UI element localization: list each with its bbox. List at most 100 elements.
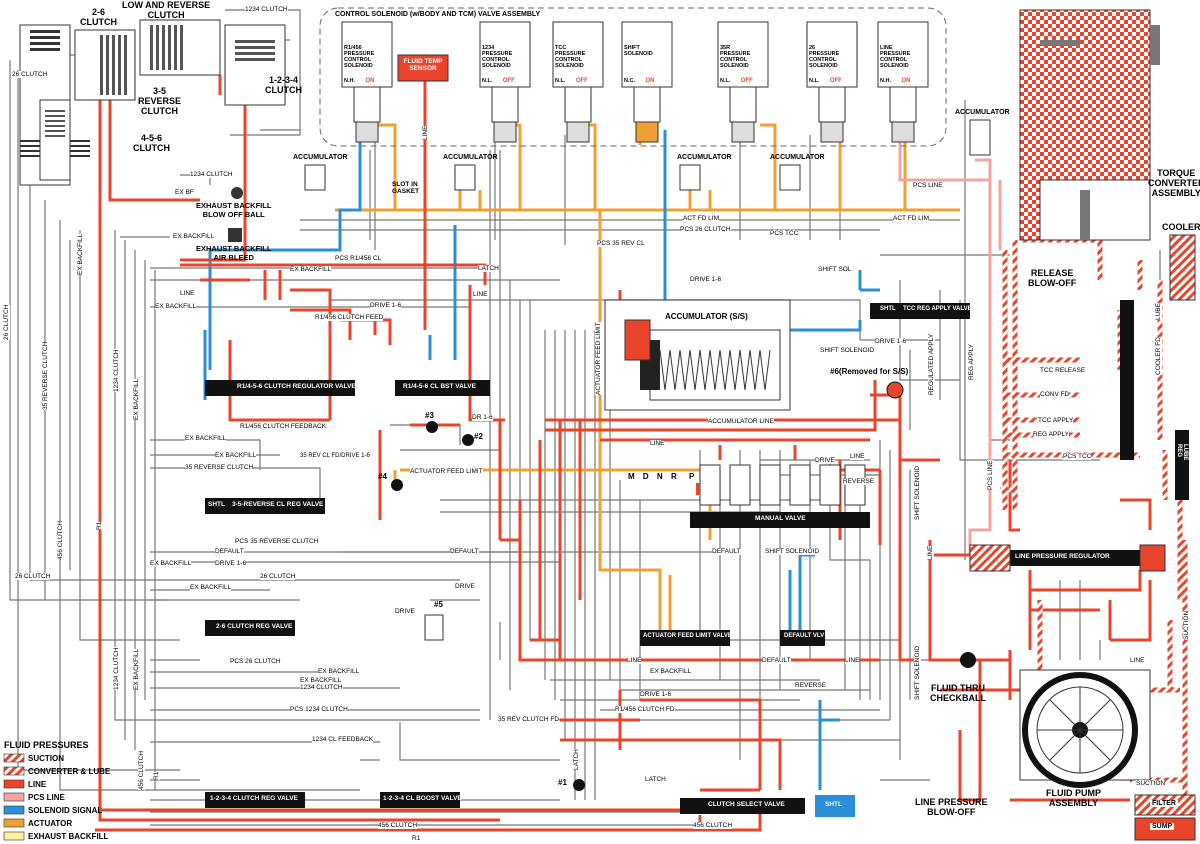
passage-label: DEFAULT <box>712 548 741 555</box>
c35-reg-valve-label: 3-5-REVERSE CL REG VALVE <box>232 501 324 508</box>
passage-label: PCS TCC <box>770 230 799 237</box>
solenoid-state: ON <box>645 78 655 84</box>
passage-label: EX BACKFILL <box>650 668 692 675</box>
accumulator-ss <box>604 299 791 411</box>
c1234-reg-valve-label: 1-2-3-4 CLUTCH REG VALVE <box>210 795 298 802</box>
passage-label: DEFAULT <box>450 548 479 555</box>
passage-label: EX BACKFILL <box>190 584 232 591</box>
fluid-temp-sensor-box <box>397 54 449 82</box>
line-reg-left <box>969 544 1011 572</box>
passage-label: DRIVE 1-6 <box>690 276 722 283</box>
shtl-label-1: SHTL <box>208 501 225 508</box>
passage-label: DRIVE 1-6 <box>215 560 247 567</box>
passage-label: LINE <box>845 657 860 664</box>
passage-label: 26 CLUTCH <box>260 573 296 580</box>
legend-item-line: LINE <box>28 780 47 789</box>
passage-label: SHIFT SOLENOID <box>820 347 875 354</box>
passage-label: PCS 35 REVERSE CLUTCH <box>235 538 319 545</box>
torque-converter-label: TORQUE CONVERTER ASSEMBLY <box>1148 168 1200 198</box>
checkball-5-label: #5 <box>434 600 443 609</box>
passage-label: EX BACKFILL <box>318 668 360 675</box>
exhaust-bf-ball-label: EXHAUST BACKFILL BLOW OFF BALL <box>196 201 272 219</box>
tcc-reg-valve-label: TCC REG APPLY VALVE <box>903 306 972 312</box>
prndl-p: P <box>688 472 695 481</box>
solenoid-state-label: N.L. <box>482 78 493 84</box>
passage-label: R1/456 CLUTCH FD <box>615 706 675 713</box>
passage-label: LINE <box>850 453 865 460</box>
passage-label: 456 CLUTCH <box>693 822 733 829</box>
fluid-thru-checkball-label: FLUID THRU CHECKBALL <box>930 683 986 703</box>
shtl-label-3: SHTL <box>880 306 896 312</box>
vpassage-label: SHIFT SOLENOID <box>914 465 921 520</box>
checkball-1-label: #1 <box>558 778 567 787</box>
line-pressure-network <box>95 75 1152 832</box>
clutch-26-label: 2-6 CLUTCH <box>80 7 117 27</box>
vpassage-label: COOLER FD <box>1155 337 1162 375</box>
passage-label: EX BACKFILL <box>185 435 227 442</box>
checkballs <box>391 381 976 791</box>
solenoid-line: LINE PRESSURE CONTROL SOLENOID N.H. ON <box>880 45 926 87</box>
line-reg-right <box>1139 544 1166 572</box>
clutch-456-label: 4-5-6 CLUTCH <box>133 133 170 153</box>
solenoid-state-label: N.L. <box>720 78 731 84</box>
release-blowoff-label: RELEASE BLOW-OFF <box>1028 268 1077 288</box>
passage-label: LATCH <box>478 265 499 272</box>
cooler-box <box>1169 234 1196 301</box>
vpassage-label: SHIFT SOLENOID <box>914 645 921 700</box>
solenoid-name: TCC PRESSURE CONTROL SOLENOID <box>555 45 586 69</box>
solenoid-35r: 35R PRESSURE CONTROL SOLENOID N.L. OFF <box>720 45 766 87</box>
solenoid-name: SHIFT SOLENOID <box>624 45 653 57</box>
passage-label: 1234 CLUTCH <box>300 684 343 691</box>
vpassage-label: PCS LINE <box>987 460 994 490</box>
passage-label: TCC RELEASE <box>1040 367 1086 374</box>
solenoid-1234: 1234 PRESSURE CONTROL SOLENOID N.L. OFF <box>482 45 528 87</box>
passage-label: DEFAULT <box>762 657 791 664</box>
default-valve-label: DEFAULT VLV <box>784 633 825 639</box>
solenoid-r1456: R1/456 PRESSURE CONTROL SOLENOID N.H. ON <box>344 45 390 87</box>
vpassage-label: 456 CLUTCH <box>138 750 145 790</box>
passage-label: PCS 1234 CLUTCH <box>290 706 348 713</box>
vpassage-label: 1234 CLUTCH <box>113 349 120 392</box>
passage-label: 35 REV CL FD/DRIVE 1-6 <box>300 453 370 459</box>
legend: FLUID PRESSURES <box>4 740 89 750</box>
shtl-blue <box>815 795 855 817</box>
sump-label: SUMP <box>1150 823 1175 830</box>
vpassage-label: EX BACKFILL <box>77 233 84 275</box>
accumulator-label-3: ACCUMULATOR <box>677 154 732 161</box>
passage-label: DRIVE 1-6 <box>370 302 402 309</box>
passage-label: 1234 CL FEEDBACK <box>312 736 374 743</box>
passage-label: LINE <box>473 291 488 298</box>
passage-label: TCC APPLY <box>1038 417 1074 424</box>
solenoid-state: ON <box>901 78 911 84</box>
solenoid-shift: SHIFT SOLENOID N.C. ON <box>624 45 670 87</box>
vpassage-label: 456 CLUTCH <box>57 520 64 560</box>
exhaust-backfill-ball-icon <box>228 187 243 242</box>
solenoid-name: 35R PRESSURE CONTROL SOLENOID <box>720 45 751 69</box>
passage-label: DRIVE <box>815 457 835 464</box>
prndl-n: N <box>656 472 663 481</box>
passage-label: SHIFT SOLENOID <box>765 548 820 555</box>
lube-reg-label: LUBE REG <box>1176 444 1188 461</box>
solenoid-tcc: TCC PRESSURE CONTROL SOLENOID N.L. OFF <box>555 45 601 87</box>
solenoid-bodies <box>341 21 929 143</box>
passage-label: PCS R1/456 CL <box>335 255 382 262</box>
passage-network <box>9 9 1161 826</box>
passage-label: DRIVE <box>395 608 415 615</box>
passage-label: 1234 CLUTCH <box>190 171 233 178</box>
clutch-35-label: 3-5 REVERSE CLUTCH <box>138 86 182 116</box>
prndl-d: D <box>642 472 649 481</box>
accumulator-label-2: ACCUMULATOR <box>443 154 498 161</box>
passage-label: REVERSE <box>795 682 827 689</box>
passage-label: ACTUATOR FEED LIMIT <box>410 468 483 475</box>
passage-label: LINE <box>1130 657 1145 664</box>
solenoid-name: 26 PRESSURE CONTROL SOLENOID <box>809 45 840 69</box>
vpassage-label: R1 <box>96 521 103 530</box>
vpassage-label: REGULATED APPLY <box>928 333 935 395</box>
passage-label: 35 REV CLUTCH FD <box>498 716 560 723</box>
solenoid-state-label: N.H. <box>880 78 891 84</box>
clutch-assemblies <box>19 19 286 186</box>
passage-label: EX BACKFILL <box>150 560 192 567</box>
passage-label: 456 CLUTCH <box>378 822 418 829</box>
legend-item-exhaust-backfill: EXHAUST BACKFILL <box>28 832 109 841</box>
